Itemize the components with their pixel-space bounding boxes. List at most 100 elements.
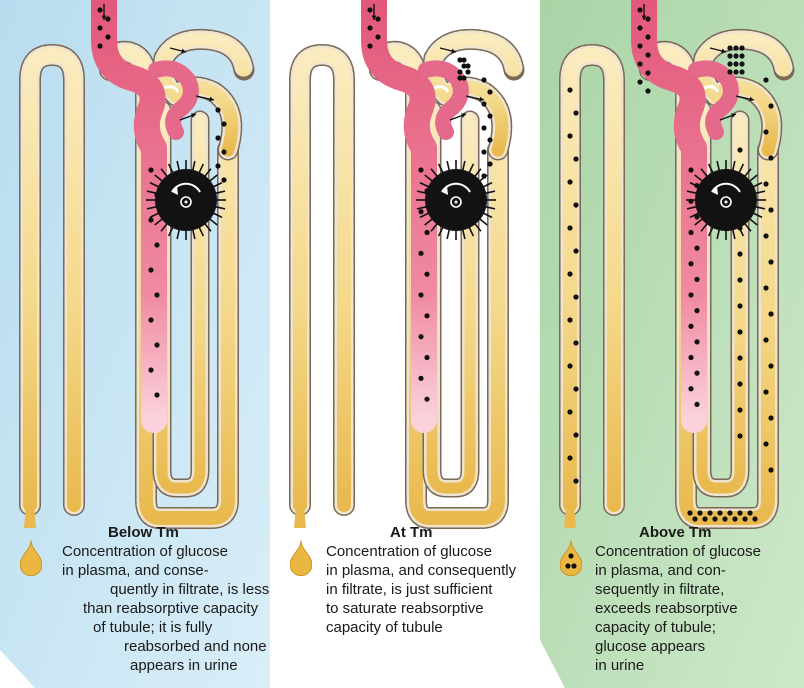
glomerulus-dot — [725, 201, 728, 204]
glucose-dot — [154, 292, 159, 297]
glucose-dot — [567, 409, 572, 414]
glucose-dot — [694, 339, 699, 344]
glucose-dot — [768, 259, 773, 264]
glucose-dot — [707, 510, 712, 515]
panel-title: At Tm — [276, 524, 538, 542]
glucose-dot — [424, 272, 429, 277]
caption-line: in filtrate, is just sufficient — [276, 580, 538, 599]
glucose-dot — [418, 209, 423, 214]
glucose-dot — [727, 69, 732, 74]
glucose-dot — [375, 16, 380, 21]
glomerulus-spike — [447, 161, 449, 171]
glomerulus-dot — [185, 201, 188, 204]
caption-at-tm: At Tm Concentration of glucose in plasma… — [276, 524, 538, 637]
glucose-dot — [487, 89, 492, 94]
glomerulus-body — [155, 169, 217, 231]
glucose-dot — [687, 510, 692, 515]
glucose-dot — [688, 167, 693, 172]
glucose-dot — [148, 267, 153, 272]
glucose-dot — [768, 103, 773, 108]
glucose-dot — [739, 53, 744, 58]
glucose-dot — [481, 149, 486, 154]
glucose-dot — [367, 43, 372, 48]
glucose-dot — [465, 69, 470, 74]
glucose-dot — [688, 292, 693, 297]
glucose-dot — [637, 61, 642, 66]
glucose-dot — [154, 392, 159, 397]
glucose-dot — [688, 324, 693, 329]
glucose-dot — [739, 45, 744, 50]
panel-title: Above Tm — [542, 524, 804, 542]
glucose-dot — [737, 510, 742, 515]
glucose-dot — [487, 161, 492, 166]
glucose-dot — [424, 188, 429, 193]
glucose-dot — [215, 135, 220, 140]
glucose-dot — [702, 516, 707, 521]
glucose-dot — [712, 516, 717, 521]
glucose-dot — [487, 113, 492, 118]
glucose-dot — [221, 177, 226, 182]
glucose-dot — [465, 63, 470, 68]
glucose-dot — [694, 183, 699, 188]
caption-below-tm: Below Tm Concentration of glucose in pla… — [0, 524, 270, 675]
glucose-dot — [481, 101, 486, 106]
nephron-panel-at — [290, 0, 514, 576]
glucose-dot — [727, 61, 732, 66]
glucose-dot — [688, 230, 693, 235]
glucose-dot — [154, 192, 159, 197]
glucose-dot — [763, 337, 768, 342]
glucose-dot — [481, 125, 486, 130]
glucose-dot — [737, 355, 742, 360]
caption-line: than reabsorptive capacity — [0, 599, 270, 618]
glucose-dot — [567, 317, 572, 322]
glucose-dot — [418, 292, 423, 297]
glucose-dot — [727, 45, 732, 50]
glucose-dot — [717, 510, 722, 515]
glucose-dot — [461, 57, 466, 62]
caption-line: reabsorbed and none — [0, 637, 270, 656]
glucose-dot — [457, 69, 462, 74]
glucose-dot — [688, 199, 693, 204]
glucose-dot — [737, 173, 742, 178]
glucose-dot — [637, 43, 642, 48]
glucose-dot — [742, 516, 747, 521]
glucose-dot — [768, 467, 773, 472]
glucose-dot — [694, 277, 699, 282]
glucose-dot — [567, 133, 572, 138]
glucose-dot — [567, 87, 572, 92]
caption-line: Concentration of glucose — [542, 542, 804, 561]
glucose-dot — [763, 129, 768, 134]
glucose-dot — [645, 16, 650, 21]
glucose-dot — [154, 242, 159, 247]
glucose-dot — [418, 251, 423, 256]
caption-line: glucose appears — [542, 637, 804, 656]
glucose-dot — [375, 34, 380, 39]
glomerulus-body — [425, 169, 487, 231]
glucose-dot — [645, 34, 650, 39]
glucose-dot — [424, 230, 429, 235]
glucose-dot — [645, 70, 650, 75]
glucose-dot — [737, 303, 742, 308]
glucose-dot — [737, 381, 742, 386]
caption-line: exceeds reabsorptive — [542, 599, 804, 618]
glucose-dot — [573, 202, 578, 207]
glucose-dot — [367, 25, 372, 30]
glucose-dot — [567, 225, 572, 230]
caption-line: Concentration of glucose — [0, 542, 270, 561]
glucose-dot — [424, 397, 429, 402]
glucose-dot — [105, 16, 110, 21]
glucose-dot — [694, 308, 699, 313]
glucose-dot — [763, 441, 768, 446]
glucose-dot — [567, 179, 572, 184]
glomerulus-dot — [455, 201, 458, 204]
caption-line: in plasma, and consequently — [276, 561, 538, 580]
glucose-dot — [573, 156, 578, 161]
glucose-dot — [105, 34, 110, 39]
caption-line: quently in filtrate, is less — [0, 580, 270, 599]
glucose-dot — [148, 317, 153, 322]
glucose-dot — [461, 75, 466, 80]
glucose-dot — [481, 77, 486, 82]
caption-line: of tubule; it is fully — [0, 618, 270, 637]
glucose-dot — [692, 516, 697, 521]
glucose-dot — [752, 516, 757, 521]
